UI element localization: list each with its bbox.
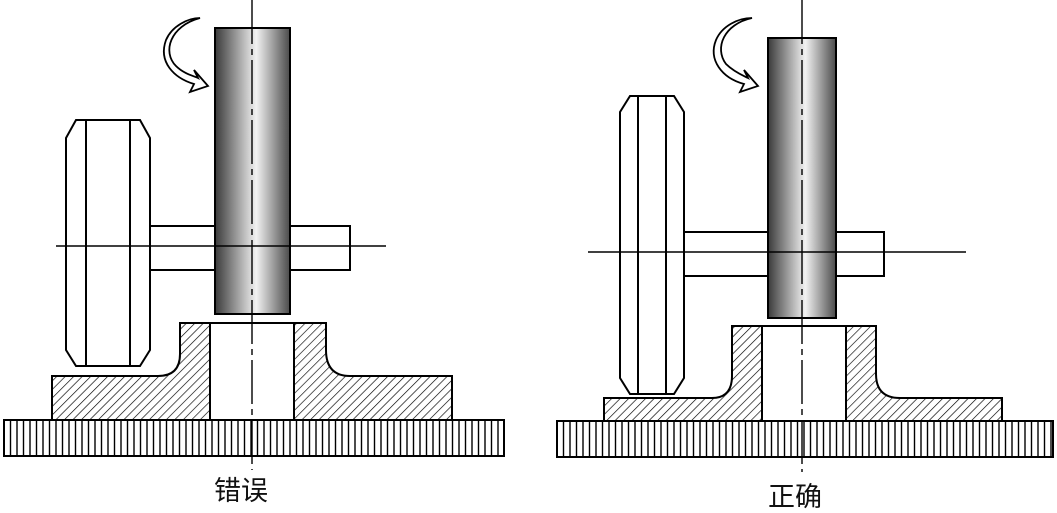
rotation-arrow-icon [163, 17, 210, 94]
base-table-left [3, 419, 505, 457]
setup-wrong [3, 0, 505, 470]
caption-wrong: 错误 [214, 476, 268, 507]
setup-correct [556, 0, 1054, 472]
fixture-right-part-left [293, 322, 453, 421]
wheel-left [65, 119, 151, 367]
wheel-right [619, 95, 685, 395]
rotation-arrow-icon [712, 17, 760, 94]
bore-block-right [761, 325, 847, 422]
caption-correct: 正确 [768, 482, 822, 513]
base-table-right [556, 420, 1054, 458]
fixture-right-part-right [845, 325, 1003, 422]
